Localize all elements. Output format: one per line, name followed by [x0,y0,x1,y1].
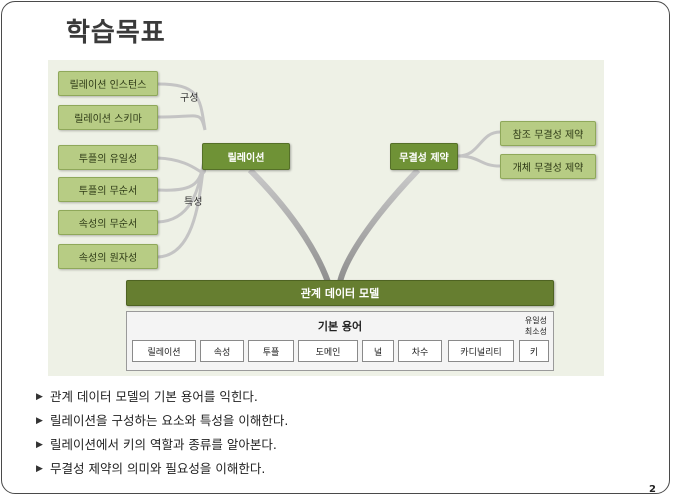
term-attribute: 속성 [200,340,244,362]
triangle-right-icon: ▶ [36,392,43,402]
term-cardinality: 카디널리티 [448,340,514,362]
term-null: 널 [362,340,394,362]
relational-data-model-bar: 관계 데이터 모델 [126,280,554,306]
property-label: 특성 [184,197,203,208]
objectives-list: ▶ 관계 데이터 모델의 기본 용어를 익힌다. ▶ 릴레이션을 구성하는 요소와 … [36,385,288,481]
objective-text: 무결성 제약의 의미와 필요성을 이해한다. [50,461,266,476]
objective-item: ▶ 릴레이션에서 키의 역할과 종류를 알아본다. [36,433,288,457]
composition-item-relation-schema: 릴레이션 스키마 [58,105,158,130]
basic-terms-panel: 기본 용어 유일성 최소성 릴레이션 속성 투플 도메인 널 차수 카디널리티 … [126,311,554,371]
property-item-tuple-uniqueness: 투플의 유일성 [58,145,158,170]
term-key: 키 [519,340,549,362]
composition-item-relation-instance: 릴레이션 인스턴스 [58,71,158,96]
page-title: 학습목표 [66,18,166,48]
property-item-attribute-unordered: 속성의 무순서 [58,210,158,235]
term-tuple: 투플 [248,340,294,362]
basic-terms-title: 기본 용어 [317,320,363,333]
objective-text: 관계 데이터 모델의 기본 용어를 익힌다. [50,389,258,404]
triangle-right-icon: ▶ [36,416,43,426]
key-note-uniqueness: 유일성 [524,316,547,325]
referential-integrity-item: 참조 무결성 제약 [500,121,596,146]
page-number: 2 [649,484,656,495]
objective-item: ▶ 릴레이션을 구성하는 요소와 특성을 이해한다. [36,409,288,433]
term-relation: 릴레이션 [132,340,196,362]
term-degree: 차수 [398,340,442,362]
property-item-tuple-unordered: 투플의 무순서 [58,177,158,202]
key-note-minimality: 최소성 [524,327,547,336]
entity-integrity-item: 개체 무결성 제약 [500,154,596,179]
objective-text: 릴레이션을 구성하는 요소와 특성을 이해한다. [50,413,289,428]
objective-text: 릴레이션에서 키의 역할과 종류를 알아본다. [50,437,277,452]
integrity-constraint-hub: 무결성 제약 [390,143,458,170]
term-domain: 도메인 [298,340,358,362]
composition-label: 구성 [180,93,199,104]
objective-item: ▶ 관계 데이터 모델의 기본 용어를 익힌다. [36,385,288,409]
property-item-attribute-atomicity: 속성의 원자성 [58,244,158,269]
key-note: 유일성 최소성 [525,315,547,337]
triangle-right-icon: ▶ [36,440,43,450]
relation-hub: 릴레이션 [202,143,290,170]
objective-item: ▶ 무결성 제약의 의미와 필요성을 이해한다. [36,457,288,481]
triangle-right-icon: ▶ [36,464,43,474]
